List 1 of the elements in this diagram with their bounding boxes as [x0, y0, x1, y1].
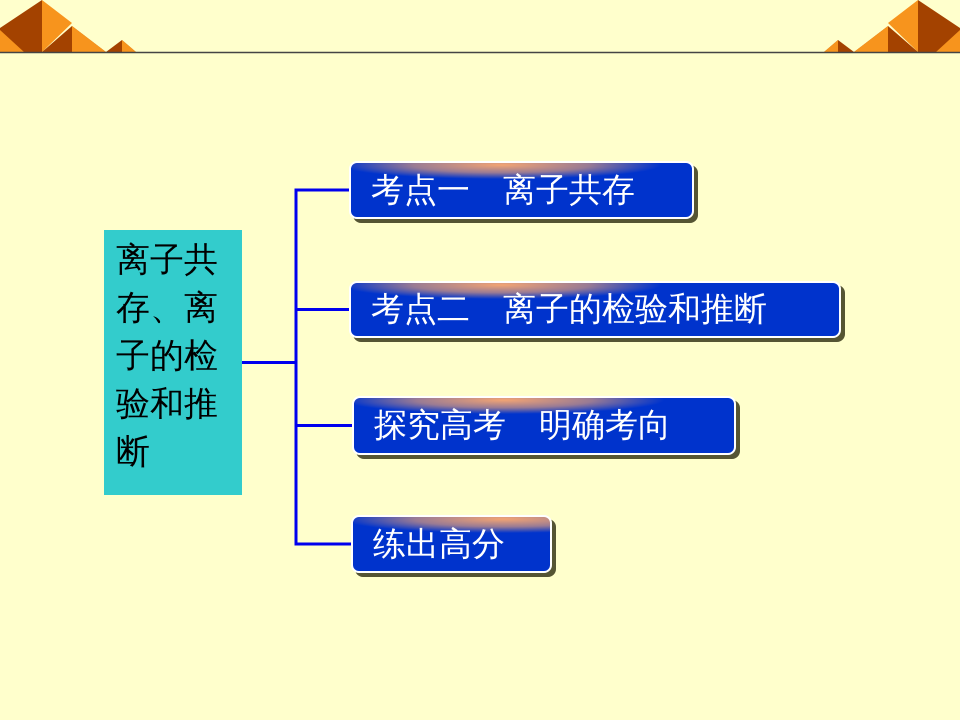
topic-box: 离子共存、离子的检验和推断	[104, 230, 242, 495]
